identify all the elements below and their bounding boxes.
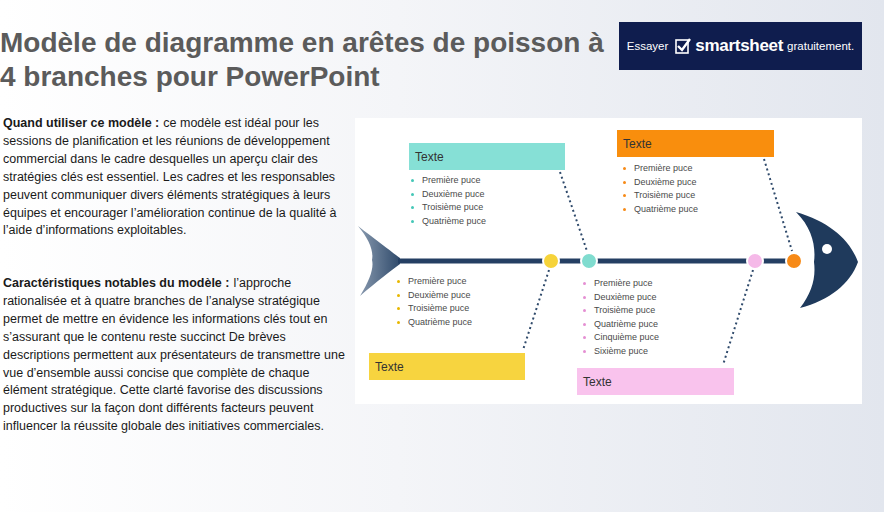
bullet-item: Quatrième puce — [410, 215, 486, 229]
paragraph-body: ce modèle est idéal pour les sessions de… — [3, 116, 337, 237]
button-text: smartsheet — [695, 36, 783, 56]
bullet-dot — [583, 323, 586, 326]
bullet-text: Deuxième puce — [408, 290, 471, 300]
bullet-item: Première puce — [396, 275, 472, 289]
bullet-list: Première puceDeuxième puceTroisième puce… — [582, 277, 659, 358]
branch-dot — [747, 253, 763, 269]
bullet-item: Deuxième puce — [622, 176, 698, 190]
branch-dot — [786, 253, 802, 269]
bullet-dot — [583, 309, 586, 312]
paragraph-heading: Caractéristiques notables du modèle : — [3, 276, 229, 290]
fish-tail — [358, 226, 400, 296]
bullet-item: Troisième puce — [396, 302, 472, 316]
bullet-text: Troisième puce — [594, 305, 655, 315]
bullet-item: Deuxième puce — [396, 289, 472, 303]
bullet-text: Troisième puce — [408, 303, 469, 313]
branch-box: Texte — [617, 130, 774, 157]
bullet-text: Troisième puce — [422, 202, 483, 212]
bullet-item: Première puce — [410, 174, 486, 188]
bullet-text: Troisième puce — [634, 190, 695, 200]
box-label: Texte — [623, 137, 652, 151]
bullet-item: Première puce — [622, 162, 698, 176]
bullet-dot — [411, 193, 414, 196]
diagram-panel — [355, 118, 862, 404]
bullet-dot — [623, 167, 626, 170]
paragraph-heading: Quand utiliser ce modèle : — [3, 116, 159, 130]
bullet-item: Quatrième puce — [396, 316, 472, 330]
box-label: Texte — [375, 360, 404, 374]
fish-eye — [822, 244, 832, 254]
bullet-text: Première puce — [594, 278, 653, 288]
bullet-text: Quatrième puce — [594, 319, 658, 329]
bullet-text: Quatrième puce — [408, 317, 472, 327]
bullet-text: Première puce — [422, 175, 481, 185]
box-label: Texte — [415, 150, 444, 164]
bullet-text: Deuxième puce — [634, 177, 697, 187]
bullet-item: Cinquième puce — [582, 331, 659, 345]
bullet-text: Quatrième puce — [634, 204, 698, 214]
bullet-dot — [623, 194, 626, 197]
bullet-text: Deuxième puce — [594, 292, 657, 302]
branch-box: Texte — [369, 353, 525, 380]
bullet-dot — [583, 282, 586, 285]
bullet-dot — [397, 294, 400, 297]
bullet-dot — [411, 206, 414, 209]
branch-box: Texte — [577, 368, 734, 395]
bullet-item: Troisième puce — [410, 201, 486, 215]
leader-line — [723, 270, 753, 365]
leader-line — [560, 172, 587, 251]
bullet-item: Troisième puce — [622, 189, 698, 203]
bullet-item: Sixième puce — [582, 345, 659, 359]
branch-box: Texte — [409, 143, 565, 170]
box-label: Texte — [583, 375, 612, 389]
paragraph-body: l’approche rationalisée et à quatre bran… — [3, 276, 345, 433]
page-title: Modèle de diagramme en arêtes de poisson… — [0, 26, 610, 94]
bullet-item: Troisième puce — [582, 304, 659, 318]
bullet-item: Quatrième puce — [582, 318, 659, 332]
bullet-dot — [397, 321, 400, 324]
logo-check-icon — [675, 38, 691, 54]
bullet-dot — [397, 307, 400, 310]
bullet-item: Première puce — [582, 277, 659, 291]
description-paragraph: Quand utiliser ce modèle :ce modèle est … — [3, 115, 346, 240]
bullet-text: Sixième puce — [594, 346, 648, 356]
bullet-dot — [623, 181, 626, 184]
bullet-text: Deuxième puce — [422, 189, 485, 199]
bullet-dot — [411, 220, 414, 223]
bullet-item: Deuxième puce — [410, 188, 486, 202]
leader-lines — [523, 159, 792, 365]
bullet-text: Première puce — [634, 163, 693, 173]
bullet-text: Quatrième puce — [422, 216, 486, 226]
bullet-dot — [411, 179, 414, 182]
bullet-item: Deuxième puce — [582, 291, 659, 305]
button-text: gratuitement. — [787, 40, 854, 52]
bullet-item: Quatrième puce — [622, 203, 698, 217]
bullet-dot — [583, 350, 586, 353]
leader-line — [523, 270, 549, 350]
description-paragraph: Caractéristiques notables du modèle :l’a… — [3, 275, 346, 436]
fish-head — [796, 212, 858, 308]
button-text: Essayer — [627, 40, 669, 52]
bullet-dot — [397, 280, 400, 283]
bullet-list: Première puceDeuxième puceTroisième puce… — [410, 174, 486, 228]
bullet-list: Première puceDeuxième puceTroisième puce… — [396, 275, 472, 329]
bullet-text: Première puce — [408, 276, 467, 286]
bullet-list: Première puceDeuxième puceTroisième puce… — [622, 162, 698, 216]
bullet-text: Cinquième puce — [594, 332, 659, 342]
bullet-dot — [583, 296, 586, 299]
leader-line — [764, 159, 792, 251]
branch-dot — [581, 253, 597, 269]
cta-button: Essayer smartsheet gratuitement. — [619, 22, 862, 70]
fish-spine — [398, 259, 802, 264]
bullet-dot — [623, 208, 626, 211]
bullet-dot — [583, 336, 586, 339]
branch-dot — [543, 253, 559, 269]
